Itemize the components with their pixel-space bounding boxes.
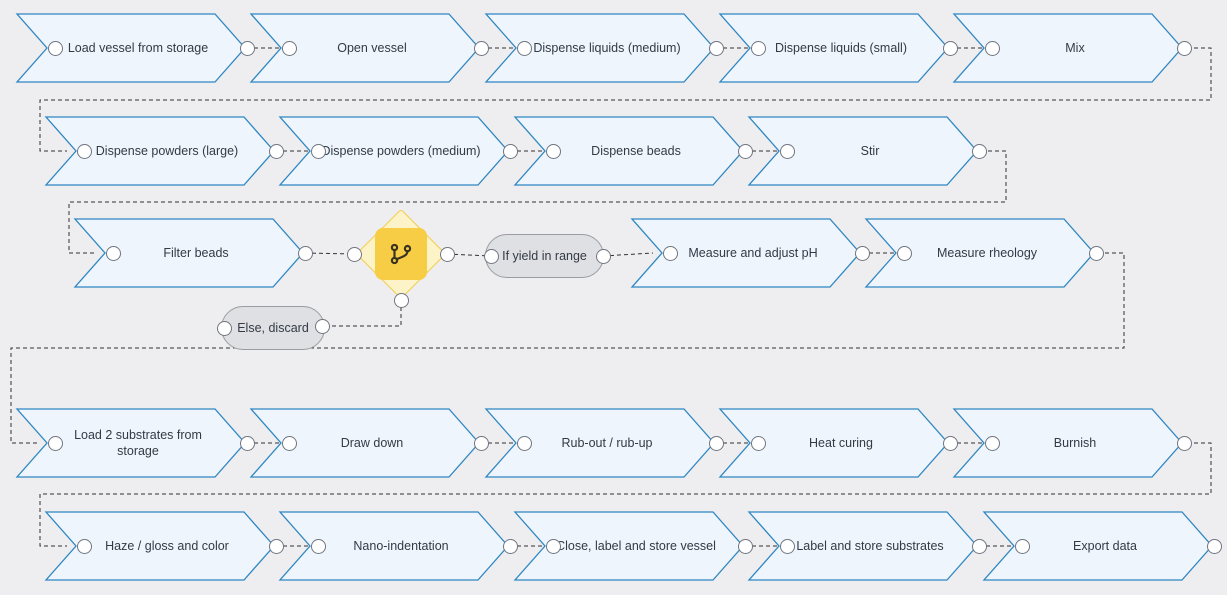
step-output-port[interactable] (708, 435, 724, 451)
step-output-port[interactable] (297, 245, 313, 261)
step-shape[interactable] (513, 511, 744, 581)
step-output-port[interactable] (854, 245, 870, 261)
step-output-port[interactable] (1206, 538, 1222, 554)
steps-layer (15, 13, 1213, 581)
branch-else-output-port[interactable] (314, 318, 330, 334)
step-input-port[interactable] (779, 538, 795, 554)
connector-line (322, 300, 402, 327)
step-input-port[interactable] (896, 245, 912, 261)
branch-if-input-port[interactable] (483, 248, 499, 264)
step-shape[interactable] (718, 408, 949, 478)
step-input-port[interactable] (281, 40, 297, 56)
branch-else-discard[interactable]: Else, discard (221, 306, 325, 350)
connector-line (39, 47, 1212, 152)
step-output-port[interactable] (502, 143, 518, 159)
step-input-port[interactable] (76, 143, 92, 159)
step-output-port[interactable] (502, 538, 518, 554)
step-shape[interactable] (73, 218, 304, 288)
step-input-port[interactable] (779, 143, 795, 159)
step-input-port[interactable] (662, 245, 678, 261)
step-input-port[interactable] (984, 40, 1000, 56)
step-input-port[interactable] (105, 245, 121, 261)
step-output-port[interactable] (268, 143, 284, 159)
connector-line (39, 442, 1212, 547)
step-shape[interactable] (278, 116, 509, 186)
step-shape[interactable] (15, 408, 246, 478)
connector-line (304, 252, 355, 255)
step-shape[interactable] (15, 13, 246, 83)
branch-if-yield[interactable]: If yield in range (485, 234, 604, 278)
step-shape[interactable] (44, 116, 275, 186)
step-output-port[interactable] (473, 40, 489, 56)
branch-else-label: Else, discard (237, 321, 309, 335)
step-input-port[interactable] (47, 435, 63, 451)
step-input-port[interactable] (984, 435, 1000, 451)
step-shape[interactable] (952, 408, 1183, 478)
step-shape[interactable] (747, 116, 978, 186)
step-output-port[interactable] (737, 143, 753, 159)
step-output-port[interactable] (1176, 435, 1192, 451)
decision-output-port[interactable] (439, 246, 455, 262)
step-input-port[interactable] (281, 435, 297, 451)
branch-icon (375, 228, 427, 280)
step-shape[interactable] (718, 13, 949, 83)
step-output-port[interactable] (473, 435, 489, 451)
step-input-port[interactable] (76, 538, 92, 554)
branch-if-label: If yield in range (502, 249, 587, 263)
step-input-port[interactable] (310, 143, 326, 159)
step-input-port[interactable] (750, 40, 766, 56)
connector-line (10, 252, 1125, 444)
step-input-port[interactable] (750, 435, 766, 451)
step-output-port[interactable] (1088, 245, 1104, 261)
step-output-port[interactable] (239, 435, 255, 451)
step-output-port[interactable] (971, 143, 987, 159)
step-input-port[interactable] (47, 40, 63, 56)
step-input-port[interactable] (545, 538, 561, 554)
step-shape[interactable] (44, 511, 275, 581)
step-output-port[interactable] (942, 435, 958, 451)
step-output-port[interactable] (268, 538, 284, 554)
branch-else-input-port[interactable] (216, 320, 232, 336)
step-input-port[interactable] (545, 143, 561, 159)
step-shape[interactable] (952, 13, 1183, 83)
step-input-port[interactable] (516, 435, 532, 451)
step-input-port[interactable] (1014, 538, 1030, 554)
step-shape[interactable] (249, 13, 480, 83)
step-output-port[interactable] (737, 538, 753, 554)
step-output-port[interactable] (708, 40, 724, 56)
step-shape[interactable] (630, 218, 861, 288)
step-shape[interactable] (513, 116, 744, 186)
connector-line (602, 252, 654, 257)
step-output-port[interactable] (1176, 40, 1192, 56)
step-shape[interactable] (864, 218, 1095, 288)
step-input-port[interactable] (516, 40, 532, 56)
step-output-port[interactable] (942, 40, 958, 56)
step-input-port[interactable] (310, 538, 326, 554)
step-shape[interactable] (249, 408, 480, 478)
step-shape[interactable] (982, 511, 1213, 581)
decision-else-port[interactable] (393, 292, 409, 308)
step-shape[interactable] (747, 511, 978, 581)
step-output-port[interactable] (971, 538, 987, 554)
branch-if-output-port[interactable] (595, 248, 611, 264)
decision-input-port[interactable] (346, 246, 362, 262)
step-output-port[interactable] (239, 40, 255, 56)
step-shape[interactable] (484, 408, 715, 478)
step-shape[interactable] (484, 13, 715, 83)
step-shape[interactable] (278, 511, 509, 581)
